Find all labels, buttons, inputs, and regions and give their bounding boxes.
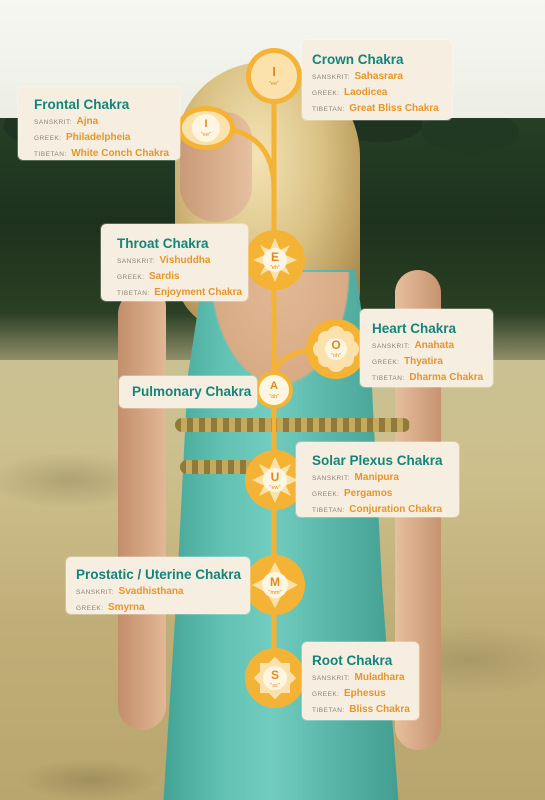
- crown-tibetan-key: TIBETAN:: [312, 106, 345, 113]
- prostatic-chakra-icon: M "mm": [245, 555, 305, 615]
- root-sound: "ss": [270, 683, 280, 689]
- frontal-greek-key: GREEK:: [34, 135, 62, 142]
- root-greek-key: GREEK:: [312, 691, 340, 698]
- heart-sanskrit-key: SANSKRIT:: [372, 343, 411, 350]
- pulmonary-sound: "ah": [268, 394, 280, 400]
- crown-tibetan: Great Bliss Chakra: [349, 103, 439, 114]
- root-sanskrit: Muladhara: [354, 672, 405, 683]
- root-chakra-card: Root Chakra SANSKRIT: Muladhara GREEK: E…: [302, 642, 419, 720]
- solar-plexus-chakra-icon: U "ew": [245, 450, 305, 510]
- frontal-tibetan: White Conch Chakra: [71, 148, 170, 159]
- heart-tibetan: Dharma Chakra: [409, 372, 484, 383]
- prostatic-greek-key: GREEK:: [76, 605, 104, 612]
- heart-chakra-card: Heart Chakra SANSKRIT: Anahata GREEK: Th…: [360, 309, 493, 387]
- throat-greek: Sardis: [149, 271, 180, 282]
- solar-sound: "ew": [269, 485, 281, 491]
- solar-greek: Pergamos: [344, 488, 393, 499]
- throat-sanskrit-key: SANSKRIT:: [117, 258, 156, 265]
- prostatic-letter: M: [270, 575, 280, 589]
- left-arm: [118, 290, 166, 730]
- prostatic-greek: Smyrna: [108, 602, 145, 613]
- pulmonary-chakra-icon: A "ah": [255, 371, 293, 409]
- heart-tibetan-key: TIBETAN:: [372, 375, 405, 382]
- dress-belt-upper: [175, 418, 410, 432]
- crown-sanskrit-key: SANSKRIT:: [312, 74, 351, 81]
- frontal-greek: Philadelpheia: [66, 132, 131, 143]
- heart-title: Heart Chakra: [372, 321, 457, 336]
- frontal-wings-icon: [177, 106, 235, 150]
- solar-lotus-icon: [252, 457, 298, 503]
- throat-title: Throat Chakra: [117, 236, 209, 251]
- solar-greek-key: GREEK:: [312, 491, 340, 498]
- prostatic-lotus-icon: [252, 562, 298, 608]
- frontal-tibetan-key: TIBETAN:: [34, 151, 67, 158]
- heart-greek-key: GREEK:: [372, 359, 400, 366]
- prostatic-sanskrit: Svadhisthana: [118, 586, 184, 597]
- pulmonary-letter: A: [270, 380, 278, 392]
- prostatic-sound: "mm": [268, 590, 282, 596]
- solar-plexus-chakra-card: Solar Plexus Chakra SANSKRIT: Manipura G…: [296, 442, 459, 517]
- solar-tibetan-key: TIBETAN:: [312, 507, 345, 514]
- throat-sound: "eh": [269, 265, 281, 271]
- prostatic-title: Prostatic / Uterine Chakra: [76, 567, 242, 582]
- root-lotus-icon: [253, 656, 297, 700]
- frontal-sound: "ee": [200, 132, 212, 138]
- solar-tibetan: Conjuration Chakra: [349, 504, 443, 515]
- prostatic-chakra-card: Prostatic / Uterine Chakra SANSKRIT: Sva…: [66, 557, 250, 614]
- root-sanskrit-key: SANSKRIT:: [312, 675, 351, 682]
- crown-sound: "ee": [268, 81, 280, 87]
- solar-sanskrit-key: SANSKRIT:: [312, 475, 351, 482]
- heart-letter: O: [331, 338, 341, 352]
- root-tibetan-key: TIBETAN:: [312, 707, 345, 714]
- throat-lotus-icon: [253, 238, 297, 282]
- frontal-chakra-icon: I "ee": [176, 98, 236, 158]
- pulmonary-title: Pulmonary Chakra: [132, 384, 252, 399]
- throat-greek-key: GREEK:: [117, 274, 145, 281]
- solar-sanskrit: Manipura: [354, 472, 399, 483]
- root-title: Root Chakra: [312, 653, 393, 668]
- crown-chakra-icon: I "ee": [246, 48, 302, 104]
- frontal-title: Frontal Chakra: [34, 97, 130, 112]
- frontal-sanskrit: Ajna: [76, 116, 99, 127]
- frontal-letter: I: [204, 118, 208, 130]
- crown-sanskrit: Sahasrara: [354, 71, 403, 82]
- solar-title: Solar Plexus Chakra: [312, 453, 443, 468]
- throat-tibetan-key: TIBETAN:: [117, 290, 150, 297]
- root-letter: S: [270, 668, 279, 682]
- heart-chakra-icon: O "oh": [306, 319, 366, 379]
- root-chakra-icon: S "ss": [245, 648, 305, 708]
- crown-title: Crown Chakra: [312, 52, 404, 67]
- frontal-sanskrit-key: SANSKRIT:: [34, 119, 73, 126]
- solar-letter: U: [270, 470, 280, 484]
- throat-letter: E: [270, 250, 279, 264]
- crown-letter: I: [272, 64, 276, 79]
- heart-sound: "oh": [330, 353, 342, 359]
- throat-chakra-icon: E "eh": [245, 230, 305, 290]
- heart-greek: Thyatira: [404, 356, 443, 367]
- heart-sanskrit: Anahata: [414, 340, 454, 351]
- root-tibetan: Bliss Chakra: [349, 704, 410, 715]
- throat-tibetan: Enjoyment Chakra: [154, 287, 243, 298]
- prostatic-sanskrit-key: SANSKRIT:: [76, 589, 115, 596]
- throat-sanskrit: Vishuddha: [159, 255, 211, 266]
- throat-chakra-card: Throat Chakra SANSKRIT: Vishuddha GREEK:…: [101, 224, 248, 301]
- frontal-chakra-card: Frontal Chakra SANSKRIT: Ajna GREEK: Phi…: [18, 87, 180, 160]
- crown-greek-key: GREEK:: [312, 90, 340, 97]
- crown-chakra-card: Crown Chakra SANSKRIT: Sahasrara GREEK: …: [302, 40, 452, 120]
- pulmonary-chakra-card: Pulmonary Chakra: [119, 376, 257, 408]
- root-greek: Ephesus: [344, 688, 386, 699]
- crown-greek: Laodicea: [344, 87, 388, 98]
- heart-lotus-icon: [313, 326, 359, 372]
